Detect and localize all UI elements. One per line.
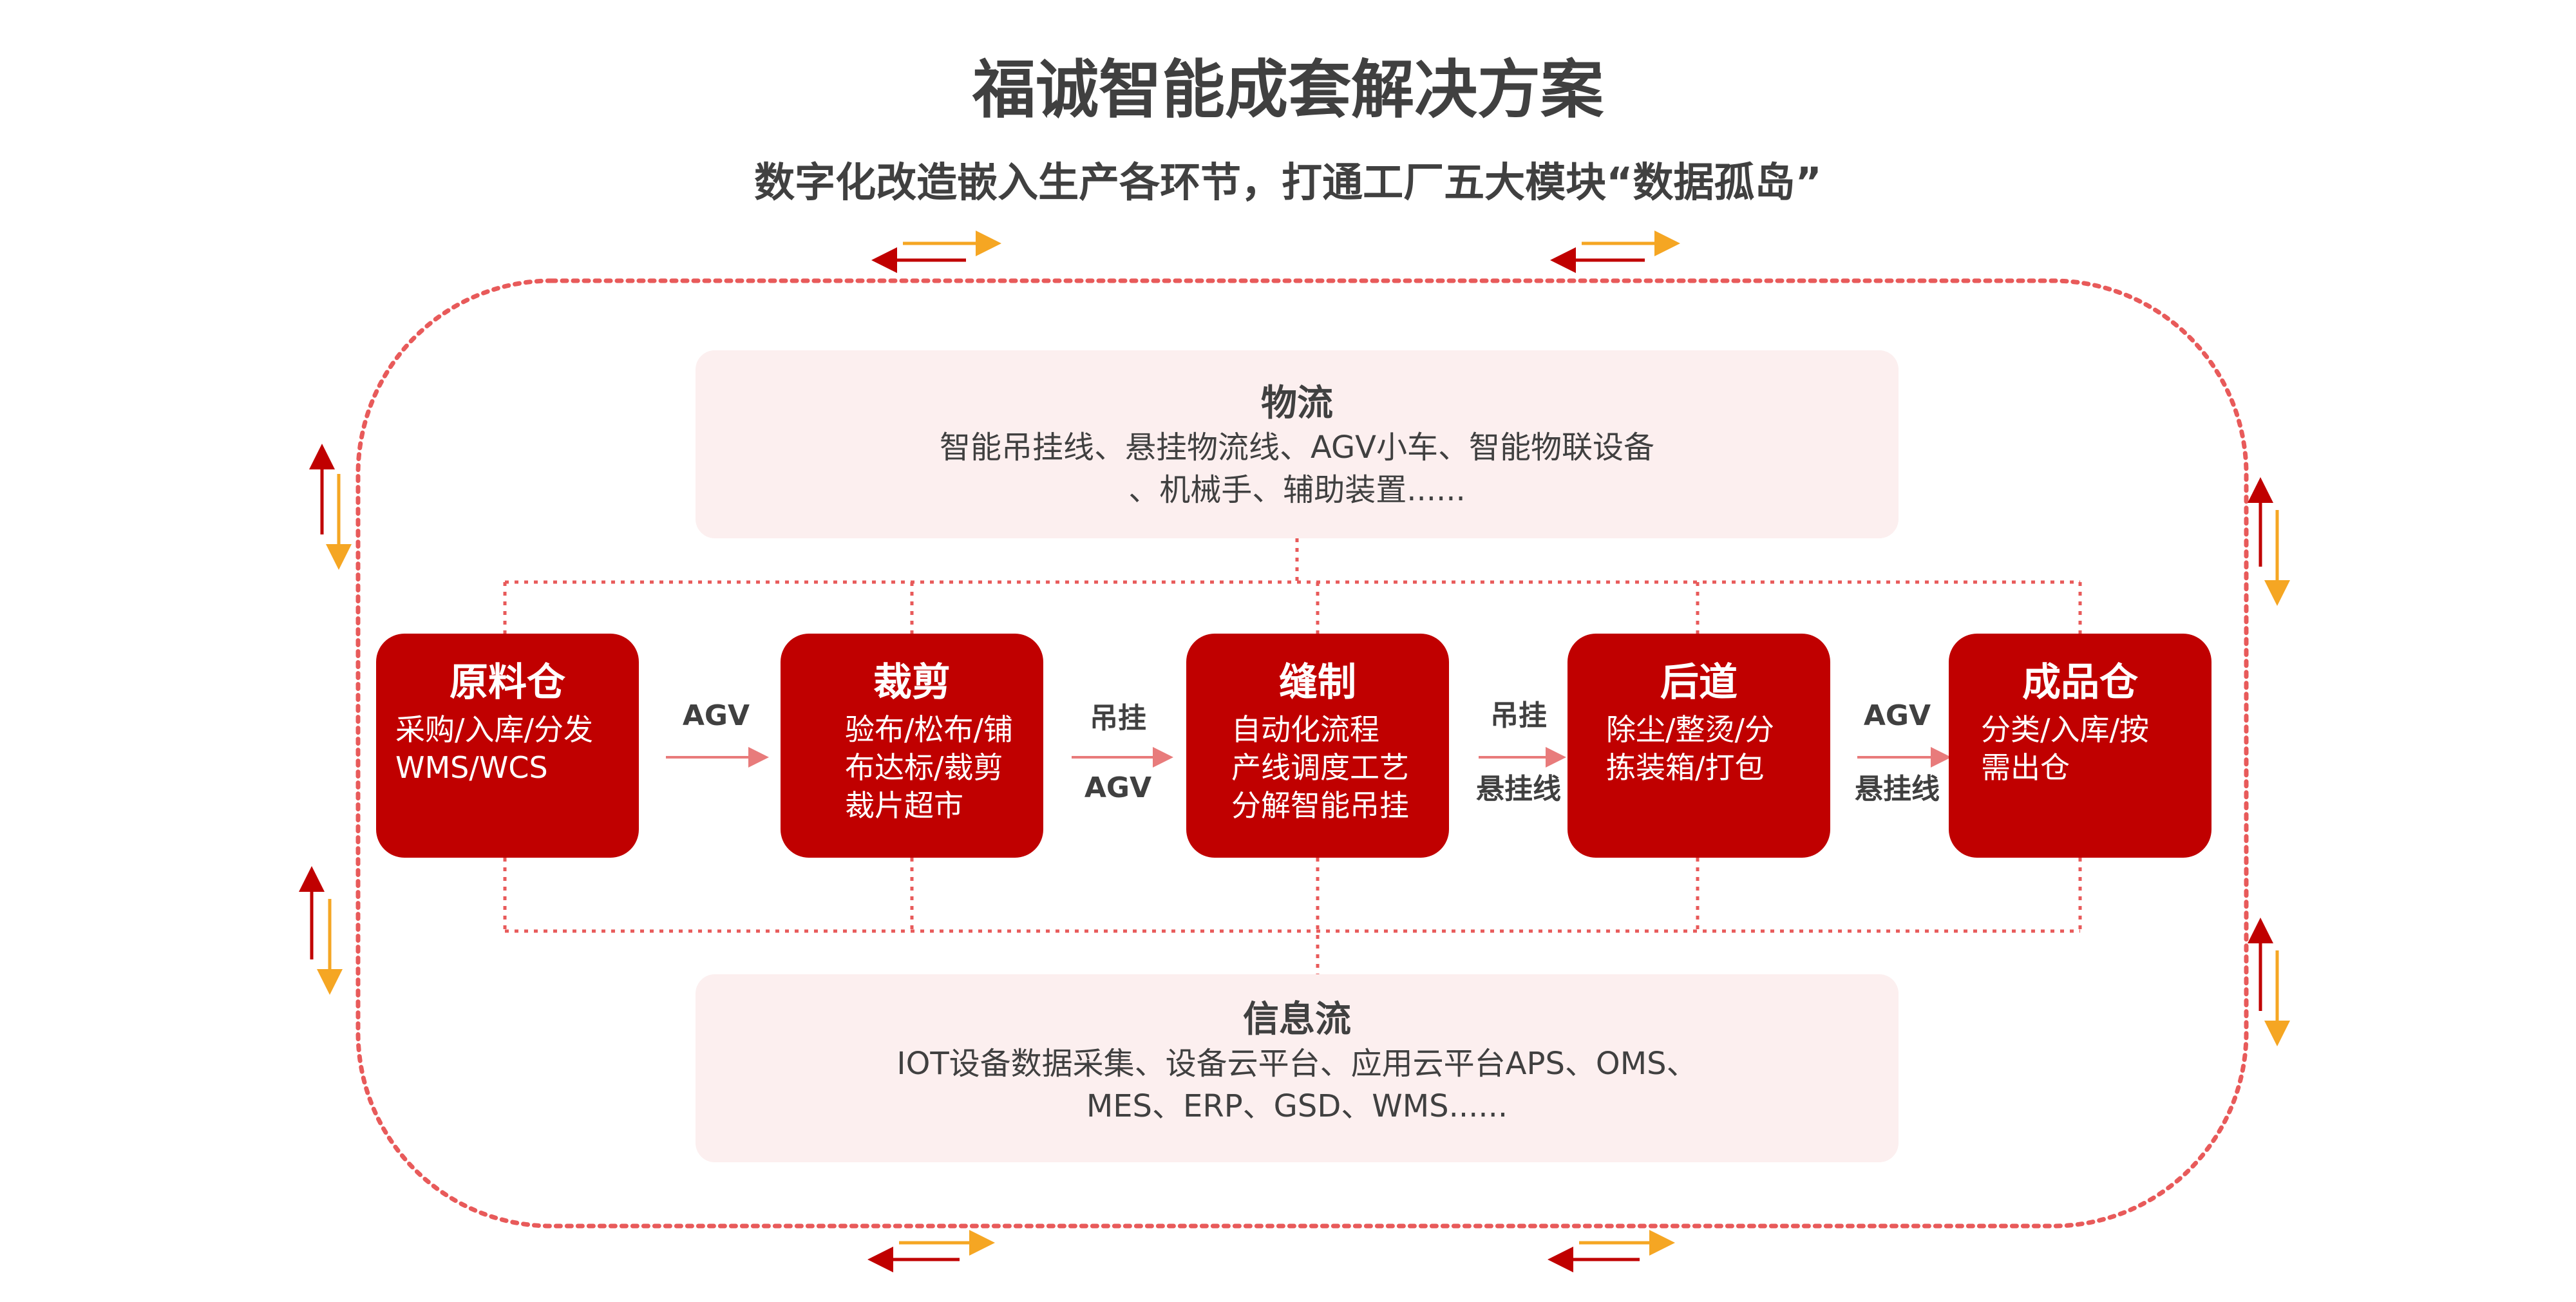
stage-line: 除尘/整烫/分 bbox=[1606, 712, 1774, 747]
stage-cutting: 裁剪 验布/松布/铺 布达标/裁剪 裁片超市 bbox=[781, 634, 1043, 858]
logistics-title: 物流 bbox=[1261, 382, 1333, 424]
logistics-line-2: 、机械手、辅助装置...... bbox=[1128, 472, 1466, 509]
page-title: 福诚智能成套解决方案 bbox=[972, 53, 1604, 127]
stage-line: 需出仓 bbox=[1981, 750, 2070, 785]
upper-bus bbox=[503, 538, 2082, 634]
stage-line: 拣装箱/打包 bbox=[1606, 750, 1765, 785]
lower-bus bbox=[503, 858, 2082, 974]
stage-sewing: 缝制 自动化流程 产线调度工艺 分解智能吊挂 bbox=[1186, 634, 1449, 858]
connector-4-top: AGV bbox=[1863, 699, 1931, 732]
connector-3-bottom: 悬挂线 bbox=[1476, 773, 1561, 806]
stage-line: 自动化流程 bbox=[1231, 712, 1379, 747]
stage-line: 分类/入库/按 bbox=[1981, 712, 2149, 747]
stage-title: 原料仓 bbox=[450, 660, 565, 705]
info-line-1: IOT设备数据采集、设备云平台、应用云平台APS、OMS、 bbox=[896, 1046, 1698, 1082]
stage-line: 布达标/裁剪 bbox=[845, 750, 1003, 785]
stage-line: 产线调度工艺 bbox=[1231, 750, 1409, 785]
outer-loop bbox=[355, 278, 2249, 1229]
logistics-line-1: 智能吊挂线、悬挂物流线、AGV小车、智能物联设备 bbox=[939, 429, 1655, 466]
stage-line: 分解智能吊挂 bbox=[1231, 788, 1409, 823]
info-title: 信息流 bbox=[1243, 999, 1351, 1041]
stage-line: 采购/入库/分发 bbox=[395, 712, 593, 747]
info-line-2: MES、ERP、GSD、WMS...... bbox=[1086, 1088, 1508, 1125]
stage-title: 成品仓 bbox=[2022, 660, 2138, 705]
connector-2-top: 吊挂 bbox=[1090, 702, 1146, 735]
stage-line: 裁片超市 bbox=[845, 788, 963, 823]
stage-title: 后道 bbox=[1660, 660, 1738, 705]
connector-2-bottom: AGV bbox=[1084, 771, 1152, 804]
stage-line: WMS/WCS bbox=[395, 750, 548, 785]
stage-finishing: 后道 除尘/整烫/分 拣装箱/打包 bbox=[1567, 634, 1830, 858]
stage-finished-goods: 成品仓 分类/入库/按 需出仓 bbox=[1949, 634, 2211, 858]
page-subtitle: 数字化改造嵌入生产各环节，打通工厂五大模块“数据孤岛” bbox=[754, 159, 1822, 206]
stage-line: 验布/松布/铺 bbox=[845, 712, 1013, 747]
connector-4-bottom: 悬挂线 bbox=[1855, 773, 1940, 806]
info-flow-panel: 信息流 IOT设备数据采集、设备云平台、应用云平台APS、OMS、 MES、ER… bbox=[696, 974, 1899, 1162]
stage-title: 裁剪 bbox=[873, 660, 951, 705]
stage-title: 缝制 bbox=[1279, 660, 1356, 705]
loop-arrows bbox=[299, 231, 2290, 1272]
logistics-panel: 物流 智能吊挂线、悬挂物流线、AGV小车、智能物联设备 、机械手、辅助装置...… bbox=[696, 350, 1899, 538]
connector-3-top: 吊挂 bbox=[1490, 699, 1547, 732]
connector-1-top: AGV bbox=[682, 699, 750, 732]
stage-raw-material: 原料仓 采购/入库/分发 WMS/WCS bbox=[376, 634, 639, 858]
